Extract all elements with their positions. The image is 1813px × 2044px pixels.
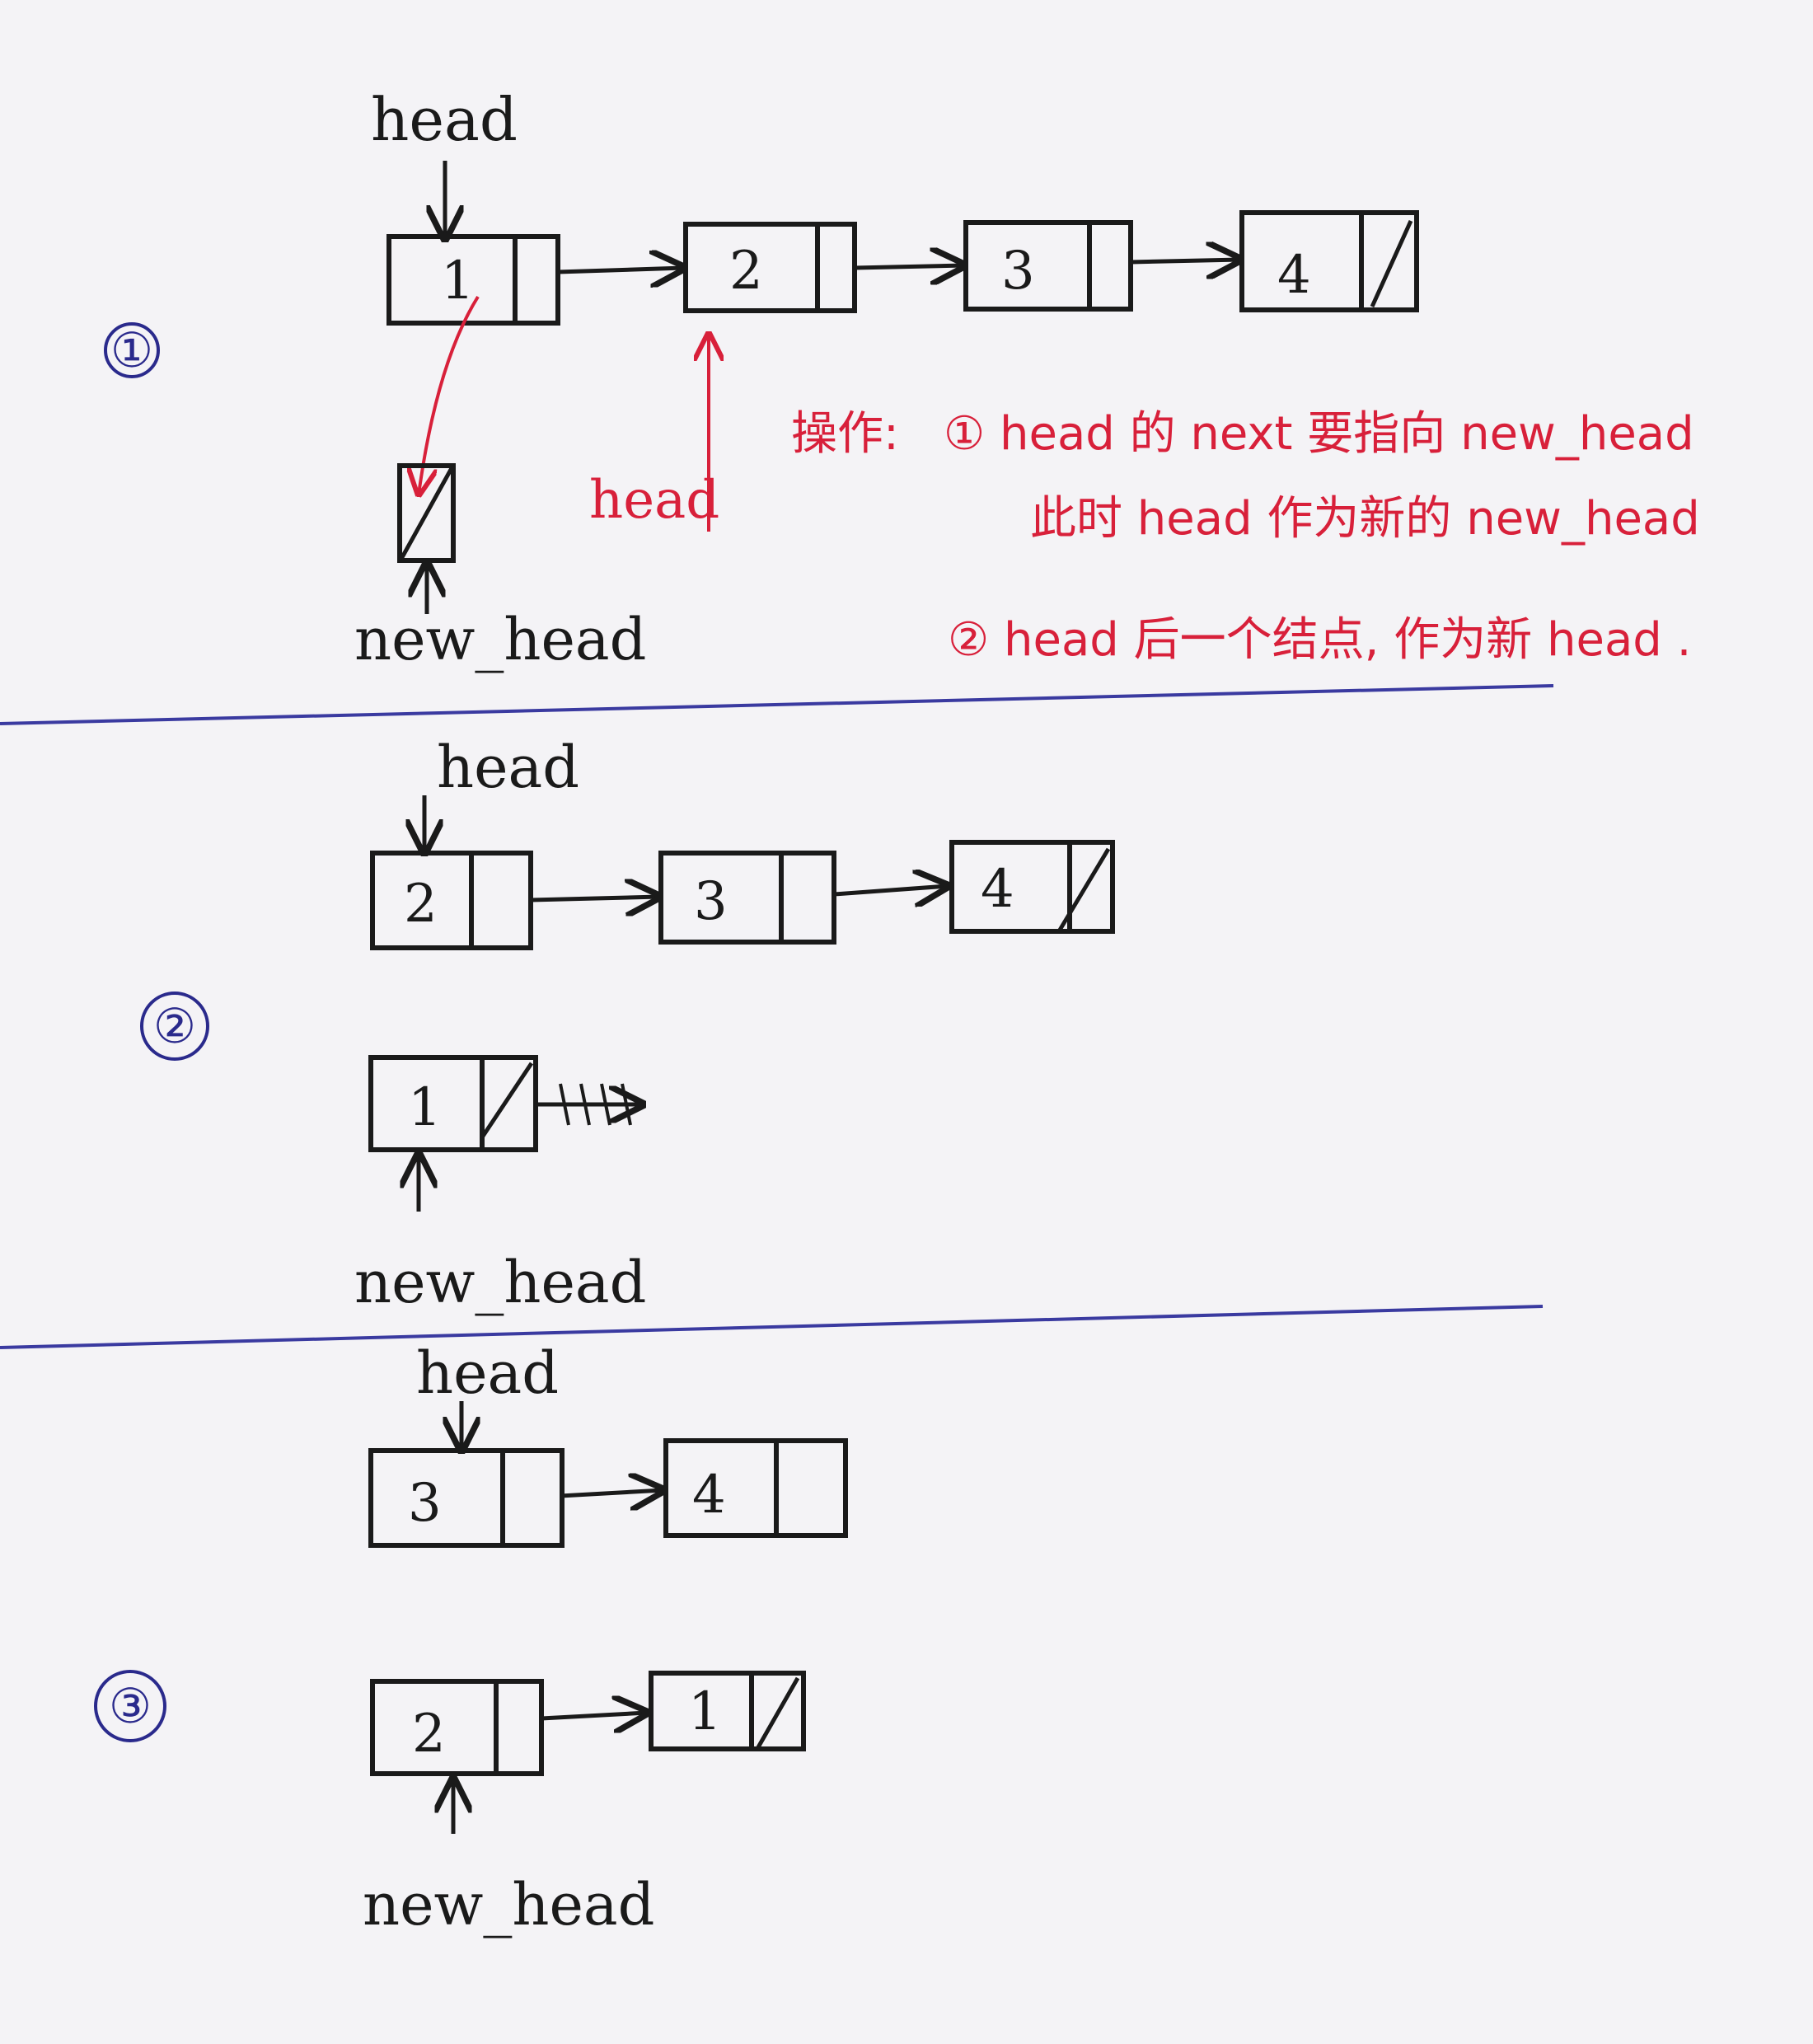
- step-1-section: ① head 1 2 3 4: [104, 85, 1700, 673]
- section-divider: [0, 1305, 1544, 1349]
- step-2-circle: [140, 992, 209, 1061]
- next-arrow: [541, 1713, 647, 1718]
- new-head-label: new_head: [363, 1871, 654, 1939]
- section-divider: [0, 684, 1554, 725]
- node-value: 2: [729, 241, 763, 302]
- node-value: 4: [1277, 245, 1311, 306]
- operation-1-line-1: ① head 的 next 要指向 new_head: [944, 407, 1694, 461]
- null-node: [397, 463, 456, 563]
- list-node: 4: [949, 840, 1115, 934]
- red-next-to-new-head-arrow: [419, 295, 480, 495]
- node-value: 4: [981, 859, 1014, 920]
- reversed-node: 1: [368, 1055, 538, 1152]
- node-value: 3: [408, 1473, 442, 1534]
- step-2-section: ② head 2 3 4 1: [140, 734, 1115, 1316]
- null-slash: [1056, 847, 1111, 933]
- reversed-node: 1: [649, 1671, 806, 1751]
- step-2-number: ②: [153, 998, 196, 1054]
- next-arrow: [1130, 260, 1240, 262]
- new-head-label: new_head: [354, 606, 646, 673]
- new-head-label: new_head: [354, 1249, 646, 1316]
- crossed-out-arrow: [536, 1083, 643, 1126]
- operation-2: ② head 后一个结点, 作为新 head .: [948, 613, 1691, 667]
- list-node: 3: [658, 851, 836, 945]
- head-label: head: [371, 85, 518, 154]
- reversed-node: 2: [370, 1679, 544, 1776]
- next-arrow: [530, 897, 659, 900]
- node-value: 3: [1001, 241, 1035, 302]
- list-node: 3: [368, 1448, 565, 1548]
- node-value: 1: [441, 251, 475, 312]
- next-arrow: [557, 268, 684, 272]
- null-slash: [756, 1676, 800, 1749]
- list-node: 4: [1239, 210, 1419, 312]
- list-node: 1: [386, 234, 560, 326]
- list-node: 2: [370, 851, 533, 950]
- null-slash: [1370, 219, 1413, 308]
- head-label: head: [416, 1339, 559, 1407]
- step-1-circle: [104, 322, 160, 378]
- step-3-section: ③ head 3 4 2 1 new_head: [94, 1339, 848, 1939]
- node-value: 1: [408, 1077, 442, 1138]
- next-arrow: [854, 265, 964, 268]
- node-value: 1: [688, 1681, 722, 1742]
- step-3-circle: [94, 1670, 166, 1742]
- list-node: 3: [963, 220, 1133, 312]
- next-arrow: [833, 886, 948, 894]
- list-node: 4: [663, 1438, 848, 1538]
- step-1-number: ①: [110, 322, 153, 378]
- step-3-number: ③: [109, 1678, 152, 1734]
- head-label: head: [437, 734, 579, 801]
- list-node: 2: [683, 222, 857, 313]
- operation-title: 操作:: [791, 407, 899, 461]
- operation-1-line-2: 此时 head 作为新的 new_head: [1030, 492, 1700, 546]
- node-value: 2: [404, 874, 438, 935]
- next-arrow: [560, 1490, 663, 1496]
- head-moved-label: head: [589, 470, 719, 531]
- node-value: 4: [692, 1465, 726, 1526]
- node-value: 2: [412, 1704, 446, 1765]
- node-value: 3: [694, 871, 728, 932]
- null-slash: [480, 1062, 534, 1139]
